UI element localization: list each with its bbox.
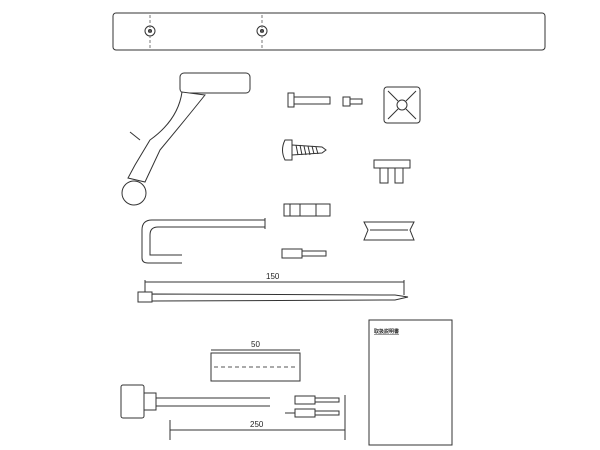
adhesive-clip — [383, 86, 421, 124]
wire-clip-hook — [141, 218, 266, 264]
small-screw — [342, 96, 363, 107]
tapping-screw — [282, 139, 327, 161]
instruction-manual: 取扱説明書 — [368, 319, 453, 446]
tape-length-label: 50 — [251, 340, 260, 349]
bolt — [287, 92, 331, 108]
splice-connector-large — [283, 203, 331, 217]
grommet — [363, 221, 415, 241]
mounting-plate — [112, 12, 546, 51]
wire-harness: 250 — [120, 384, 346, 440]
mirror-arm — [121, 72, 251, 206]
terminal-connectors — [285, 395, 340, 418]
push-rivet — [373, 159, 411, 184]
cable-tie-length-label: 150 — [266, 272, 280, 281]
double-sided-tape: 50 — [210, 340, 301, 382]
cable-tie: 150 — [137, 272, 409, 303]
splice-connector-small — [281, 248, 327, 259]
manual-label: 取扱説明書 — [374, 328, 399, 335]
harness-length-label: 250 — [250, 420, 264, 429]
